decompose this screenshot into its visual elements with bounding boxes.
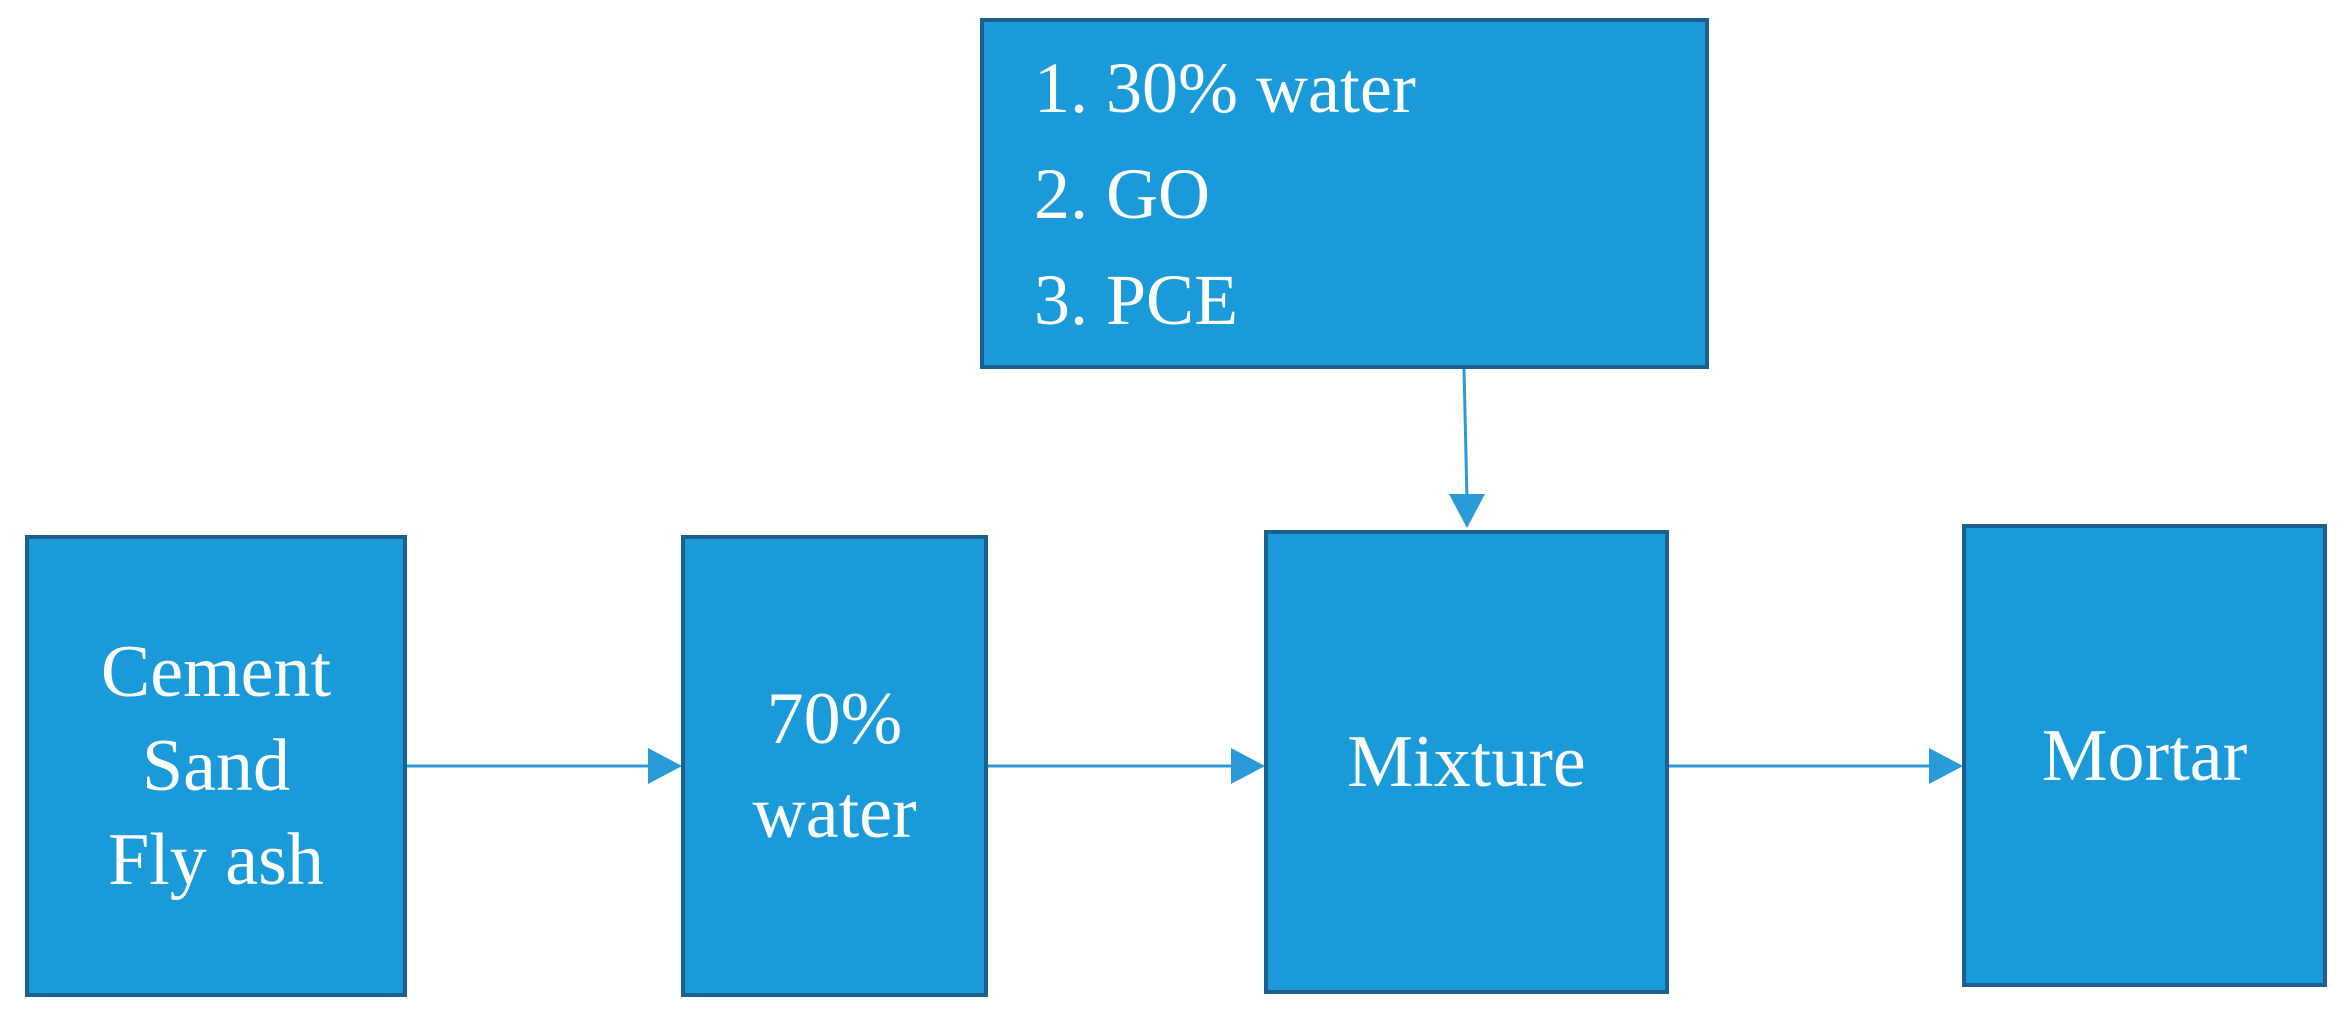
additives-box: 1. 30% water 2. GO 3. PCE bbox=[980, 18, 1709, 369]
arrow-additives-to-mixture bbox=[1449, 368, 1485, 528]
mixture-box: Mixture bbox=[1264, 530, 1669, 994]
node-label-mixture: Mixture bbox=[1347, 721, 1586, 803]
raw-materials-box: Cement Sand Fly ash bbox=[25, 535, 407, 997]
additive-item-water: 1. 30% water bbox=[1034, 47, 1416, 128]
arrow-inputs-to-water70 bbox=[407, 748, 682, 784]
arrowhead-icon bbox=[1929, 748, 1963, 784]
arrow-mixture-to-mortar bbox=[1669, 748, 1963, 784]
node-label-fly-ash: Fly ash bbox=[108, 819, 324, 901]
arrowhead-icon bbox=[1449, 494, 1485, 528]
node-label-sand: Sand bbox=[142, 725, 290, 807]
additive-item-go: 2. GO bbox=[1034, 153, 1210, 234]
water-70-box: 70% water bbox=[681, 535, 988, 997]
node-label-percent: 70% bbox=[766, 678, 903, 760]
node-label-water: water bbox=[752, 772, 917, 854]
additive-item-pce: 3. PCE bbox=[1034, 259, 1239, 340]
arrowhead-icon bbox=[648, 748, 682, 784]
arrow-water70-to-mixture bbox=[988, 748, 1265, 784]
node-label-mortar: Mortar bbox=[2041, 714, 2248, 797]
mortar-box: Mortar bbox=[1962, 524, 2327, 987]
arrowhead-icon bbox=[1231, 748, 1265, 784]
node-label-cement: Cement bbox=[100, 631, 332, 713]
